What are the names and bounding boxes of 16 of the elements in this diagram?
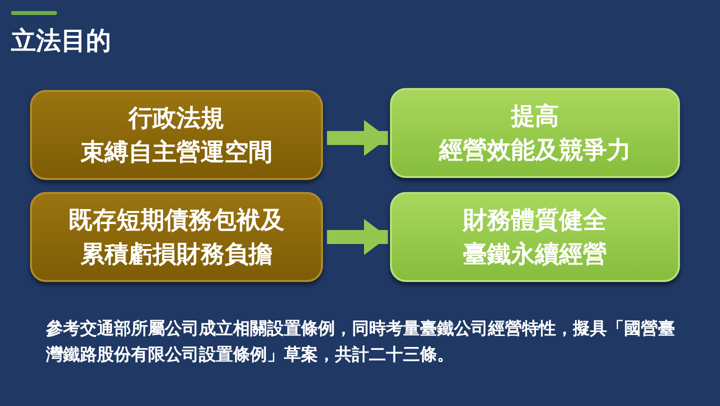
problem-box	[30, 192, 323, 282]
goal-box	[390, 192, 680, 282]
problem-box	[30, 90, 323, 180]
box-text: 臺鐵永續經營	[463, 239, 607, 270]
title: 立法目的	[11, 25, 111, 57]
goal-box	[390, 88, 680, 178]
box-text: 累積虧損財務負擔	[80, 239, 272, 270]
box-text: 提高	[511, 101, 559, 132]
box-text: 經營效能及競爭力	[439, 135, 631, 166]
block-arrow	[327, 219, 388, 255]
box-text: 既存短期債務包袱及	[68, 205, 284, 236]
box-text: 財務體質健全	[463, 205, 607, 236]
box-text: 束縛自主營運空間	[80, 137, 272, 168]
box-text: 行政法規	[128, 103, 224, 134]
block-arrow	[327, 120, 388, 156]
note-text: 參考交通部所屬公司成立相關設置條例，同時考量臺鐵公司經營特性，擬具「國營臺灣鐵路股份有限公司設置條例」草案，共計二十三條。	[46, 318, 676, 367]
